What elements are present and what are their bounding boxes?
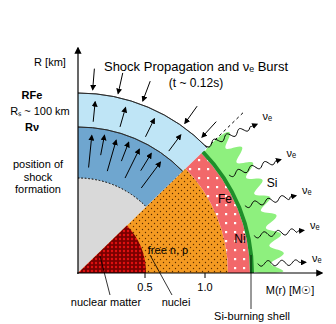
neutrino-label: νₑ xyxy=(262,110,272,123)
neutrino-label: νₑ xyxy=(312,252,322,265)
diagram-title: Shock Propagation and νₑ Burst xyxy=(104,60,288,75)
region-label: Si xyxy=(267,177,278,191)
neutrino-label: νₑ xyxy=(286,146,296,159)
neutrino-label: νₑ xyxy=(302,183,312,196)
axis-label: M(r) [M☉] xyxy=(266,284,314,297)
shock-formation-line xyxy=(78,178,146,207)
neutrino-arrow xyxy=(245,196,296,208)
outer-shock-layer xyxy=(78,93,207,171)
flow-arrow xyxy=(202,122,216,138)
neutrino-arrow xyxy=(205,124,257,147)
flow-arrow xyxy=(93,102,95,122)
subtitle: (t ~ 0.12s) xyxy=(169,77,223,91)
callout-label: Si-burning shell xyxy=(214,310,290,323)
neutrino-arrow xyxy=(254,229,304,238)
shell-border xyxy=(78,93,207,148)
flow-arrow xyxy=(89,136,92,168)
annotation: position of shock formation xyxy=(2,158,74,196)
flow-arrow xyxy=(143,81,150,101)
callout-label: nuclear matter xyxy=(71,296,141,309)
region-label: Ni xyxy=(234,233,245,247)
radius-label: Rₛ ~ 100 km xyxy=(10,105,70,118)
radius-label: RFe xyxy=(22,89,43,102)
flow-arrow xyxy=(107,140,116,171)
tick-label: 1.0 xyxy=(197,281,212,294)
shell-border xyxy=(78,127,183,171)
neutrino-arrow xyxy=(258,260,306,266)
radius-label: Rν xyxy=(25,121,39,134)
flow-arrow xyxy=(120,108,126,127)
flow-arrow xyxy=(141,162,160,188)
flow-arrow xyxy=(185,106,197,123)
region-label: free n, p xyxy=(146,244,190,257)
flow-arrow xyxy=(145,119,154,137)
region-label: Fe xyxy=(218,193,232,207)
neutrino-label: νₑ xyxy=(310,219,320,232)
axis-label: R [km] xyxy=(34,56,66,69)
flow-arrow xyxy=(169,135,181,151)
flow-arrow xyxy=(125,149,139,178)
flow-arrow xyxy=(93,69,95,90)
si-burning-shell xyxy=(201,150,254,273)
flow-arrow xyxy=(118,73,123,93)
flow-arrow xyxy=(101,136,105,156)
flow-arrow xyxy=(141,154,151,171)
neutrino-arrow xyxy=(229,160,281,177)
callout-label: nuclei xyxy=(162,296,191,309)
nuclear-matter xyxy=(78,226,146,273)
tick-label: 0.5 xyxy=(137,281,152,294)
outline xyxy=(78,93,258,273)
flow-arrow xyxy=(121,142,128,161)
